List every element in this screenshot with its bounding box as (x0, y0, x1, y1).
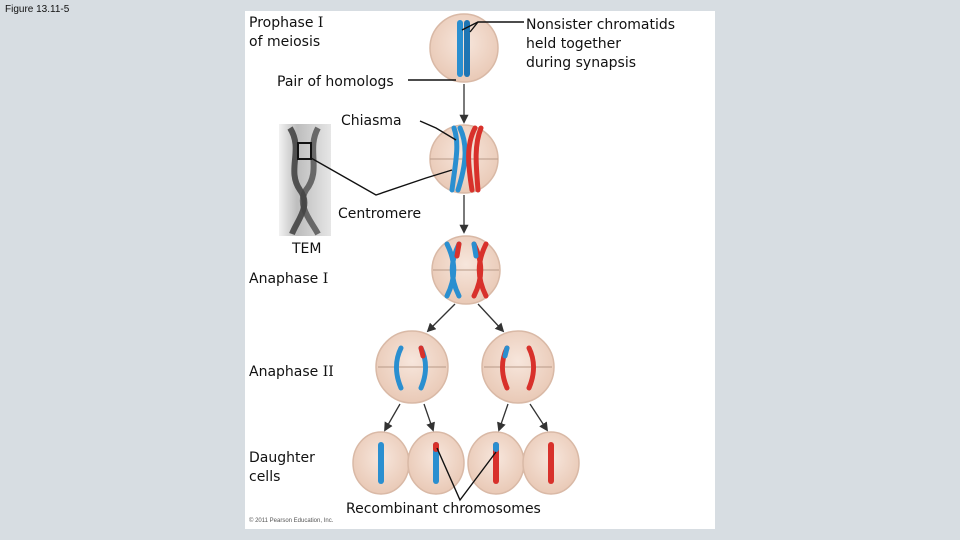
leader-lines (310, 21, 524, 502)
tem-micrograph (279, 124, 331, 236)
process-arrows (384, 84, 548, 432)
label-daughter-cells: Daughter cells (249, 450, 315, 485)
label-chiasma: Chiasma (341, 113, 402, 129)
label-recombinant-chromosomes: Recombinant chromosomes (346, 501, 541, 517)
daughter-cell-4 (522, 431, 580, 495)
copyright-note: © 2011 Pearson Education, Inc. (249, 518, 334, 524)
label-prophase: Prophase I of meiosis (249, 15, 324, 50)
chiasma-box (297, 142, 312, 160)
label-tem: TEM (292, 241, 322, 257)
label-centromere: Centromere (338, 206, 422, 222)
label-anaphase-1: Anaphase I (249, 271, 329, 287)
daughter-cell-3 (467, 431, 525, 495)
cell-anaphase-2-left (375, 330, 449, 404)
daughter-cell-2 (407, 431, 465, 495)
label-anaphase-2: Anaphase II (249, 364, 334, 380)
daughter-cell-1 (352, 431, 410, 495)
cell-anaphase-2-right (481, 330, 555, 404)
label-pair-of-homologs: Pair of homologs (277, 74, 394, 90)
cell-prophase (429, 13, 499, 83)
cell-anaphase-1 (431, 235, 501, 305)
figure-id: Figure 13.11-5 (5, 4, 70, 15)
label-nonsister-chromatids: Nonsister chromatids held together durin… (526, 17, 676, 71)
cell-chiasma (429, 124, 499, 194)
